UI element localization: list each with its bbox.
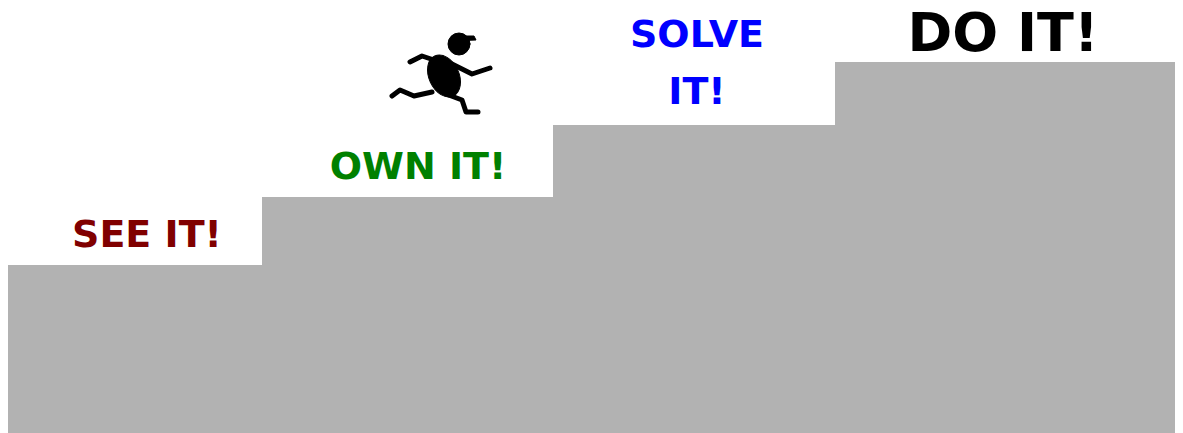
staircase-steps bbox=[8, 62, 1175, 433]
figure-back-leg bbox=[392, 90, 432, 96]
figure-front-leg bbox=[446, 94, 478, 112]
running-figure bbox=[392, 33, 490, 112]
step-label: OWN IT! bbox=[278, 144, 558, 190]
step-label: SEE IT! bbox=[22, 212, 272, 258]
figure-cap bbox=[452, 36, 476, 41]
figure-front-arm bbox=[452, 64, 490, 74]
figure-back-arm bbox=[410, 56, 440, 62]
step-label: SOLVE IT! bbox=[612, 6, 782, 120]
step-label: DO IT! bbox=[843, 3, 1163, 62]
